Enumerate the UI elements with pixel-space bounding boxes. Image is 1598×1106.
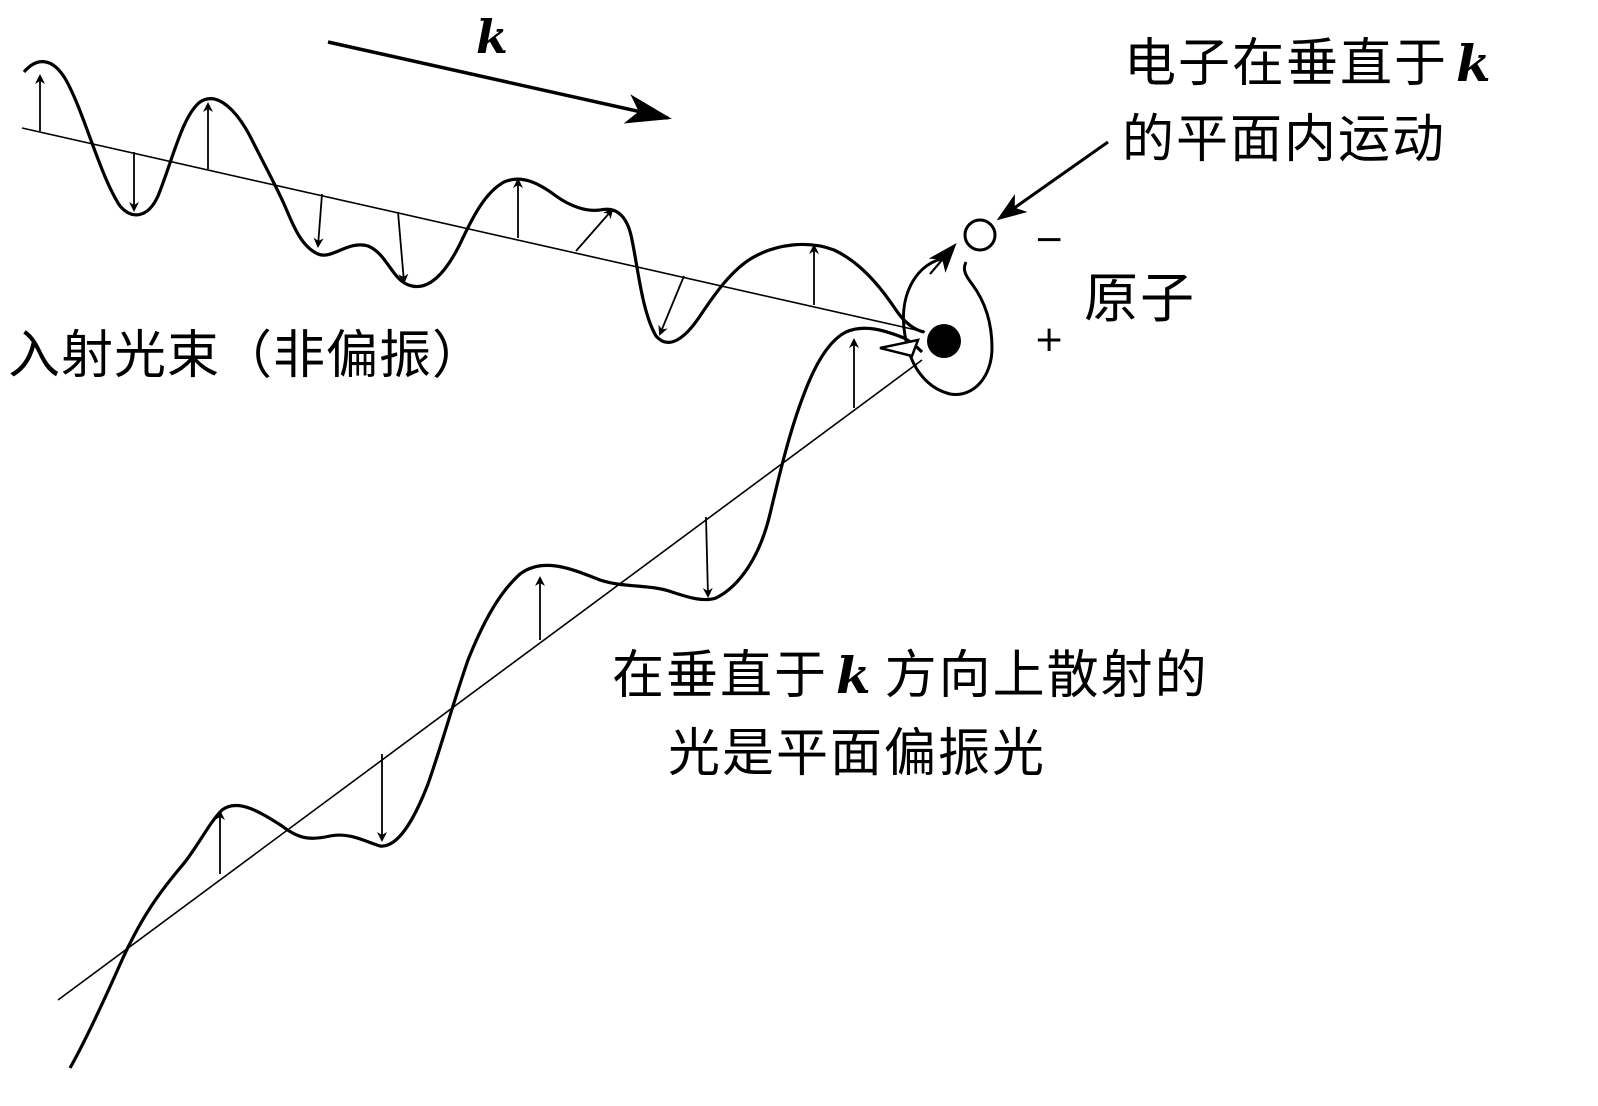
electron-circle <box>963 218 997 252</box>
incident-beam-label: 入射光束（非偏振） <box>8 326 486 386</box>
nucleus-charge-plus: + <box>1034 319 1065 360</box>
incident-arrow-8 <box>658 275 685 336</box>
scattered-beam-axis <box>57 359 923 1001</box>
electron-pointer-arrow <box>996 140 1109 221</box>
atom-label: 原子 <box>1084 267 1196 330</box>
incident-wave <box>22 60 925 344</box>
scattered-light-line-2: 光是平面偏振光 <box>668 724 1047 784</box>
incident-arrow-4 <box>313 193 324 248</box>
scattered-arrow-4 <box>702 516 713 598</box>
wave-vector-label: k <box>476 10 508 64</box>
incident-arrow-7 <box>575 208 614 252</box>
nucleus-dot <box>927 324 961 358</box>
scattered-line-1-prefix: 在垂直于 <box>612 646 829 706</box>
k-direction-arrow <box>327 40 672 124</box>
beam-tip-triangle <box>879 338 920 358</box>
incident-arrow-5 <box>397 211 409 284</box>
electron-charge-minus: − <box>1034 219 1065 260</box>
incident-field-arrows <box>35 74 819 336</box>
electron-note-k: k <box>1456 34 1493 93</box>
incident-beam-axis <box>21 127 926 333</box>
electron-note-text: 电子在垂直于 <box>1124 34 1449 94</box>
scattered-line-1-k: k <box>836 646 873 705</box>
scattered-field-arrows <box>215 338 859 874</box>
electron-orbit <box>901 256 994 396</box>
electron-note-line-2: 的平面内运动 <box>1122 110 1447 170</box>
scattered-wave <box>68 326 924 1069</box>
orbit-direction-arrow <box>928 242 957 275</box>
scattered-line-1-suffix: 方向上散射的 <box>884 646 1209 706</box>
